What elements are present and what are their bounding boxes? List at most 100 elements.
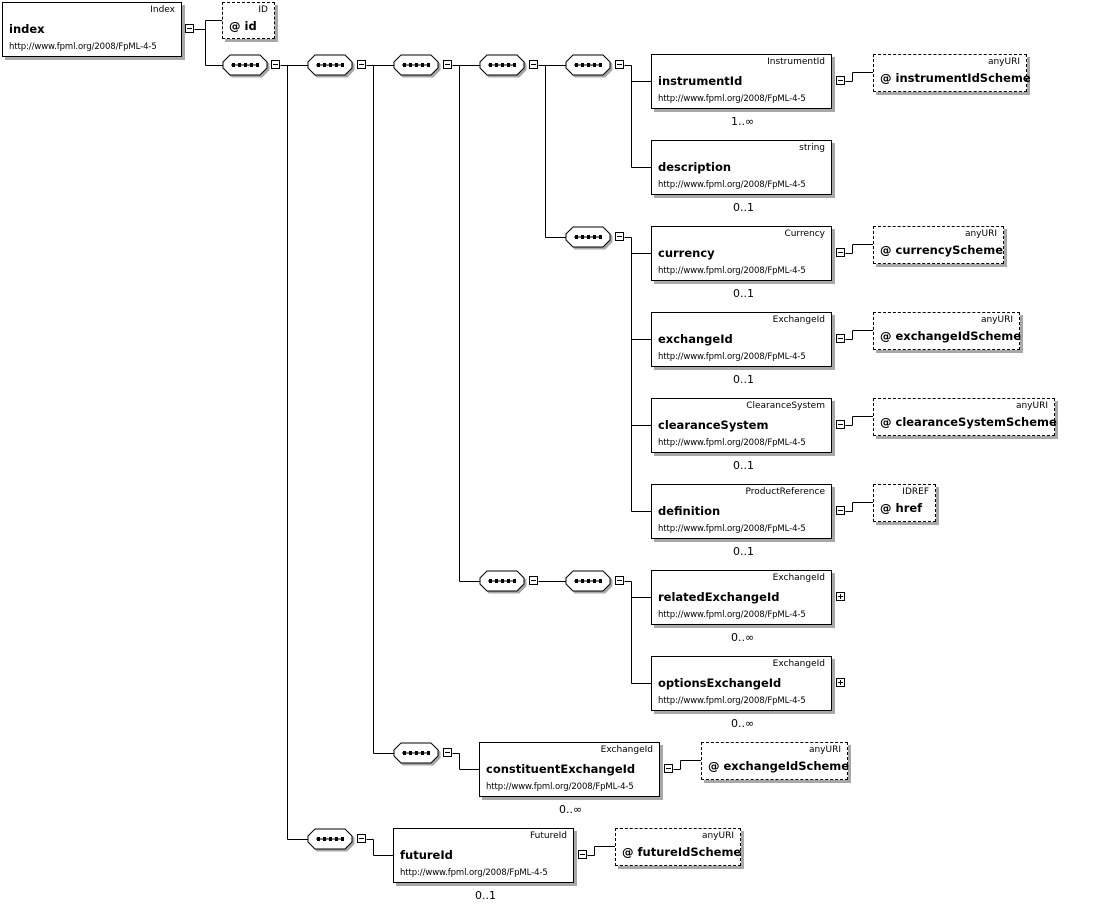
element-type: ExchangeId (772, 573, 825, 583)
collapse-toggle[interactable] (836, 76, 845, 85)
collapse-toggle[interactable] (443, 60, 452, 69)
element-namespace: http://www.fpml.org/2008/FpML-4-5 (9, 42, 157, 52)
element-name: constituentExchangeId (486, 762, 636, 776)
element-name: index (9, 22, 45, 36)
attribute-exchangeIdScheme: anyURI @ exchangeIdScheme (701, 742, 850, 780)
element-clearanceSystem[interactable]: ClearanceSystem clearanceSystem http://w… (651, 398, 832, 453)
collapse-toggle[interactable] (836, 334, 845, 343)
element-namespace: http://www.fpml.org/2008/FpML-4-5 (658, 266, 806, 276)
sequence-compositor (565, 226, 611, 248)
element-name: clearanceSystem (658, 418, 769, 432)
attribute-type: anyURI (808, 745, 841, 755)
collapse-toggle[interactable] (529, 576, 538, 585)
element-name: futureId (400, 848, 453, 862)
element-name: description (658, 160, 732, 174)
element-name: exchangeId (658, 332, 733, 346)
element-type: ExchangeId (772, 315, 825, 325)
element-type: string (799, 143, 825, 153)
element-namespace: http://www.fpml.org/2008/FpML-4-5 (658, 94, 806, 104)
cardinality: 0..∞ (731, 717, 755, 730)
element-namespace: http://www.fpml.org/2008/FpML-4-5 (486, 782, 634, 792)
element-name: instrumentId (658, 74, 743, 88)
cardinality: 0..1 (733, 545, 754, 558)
collapse-toggle[interactable] (357, 834, 366, 843)
attribute-futureIdScheme: anyURI @ futureIdScheme (615, 828, 741, 866)
attribute-id: ID @ id (222, 2, 275, 39)
element-optionsExchangeId[interactable]: ExchangeId optionsExchangeId http://www.… (651, 656, 832, 711)
element-namespace: http://www.fpml.org/2008/FpML-4-5 (658, 180, 806, 190)
element-name: definition (658, 504, 721, 518)
element-description[interactable]: string description http://www.fpml.org/2… (651, 140, 832, 195)
element-relatedExchangeId[interactable]: ExchangeId relatedExchangeId http://www.… (651, 570, 832, 625)
element-namespace: http://www.fpml.org/2008/FpML-4-5 (400, 868, 548, 878)
element-type: ProductReference (745, 487, 826, 497)
attribute-type: anyURI (987, 57, 1020, 67)
element-type: Index (150, 5, 175, 15)
collapse-toggle[interactable] (836, 506, 845, 515)
collapse-toggle[interactable] (836, 248, 845, 257)
attribute-type: ID (258, 5, 268, 15)
element-type: InstrumentId (767, 57, 825, 67)
collapse-toggle[interactable] (615, 232, 624, 241)
collapse-toggle[interactable] (443, 748, 452, 757)
collapse-toggle[interactable] (357, 60, 366, 69)
attribute-clearanceSystemScheme: anyURI @ clearanceSystemScheme (873, 398, 1057, 436)
element-type: ExchangeId (772, 659, 825, 669)
sequence-compositor (307, 54, 353, 76)
collapse-toggle[interactable] (836, 420, 845, 429)
element-name: currency (658, 246, 715, 260)
cardinality: 0..1 (475, 889, 496, 902)
attribute-name: @ exchangeIdScheme (880, 329, 1022, 343)
cardinality: 0..1 (733, 287, 754, 300)
attribute-instrumentIdScheme: anyURI @ instrumentIdScheme (873, 54, 1031, 92)
sequence-compositor (479, 54, 525, 76)
attribute-type: anyURI (964, 229, 997, 239)
cardinality: 0..1 (733, 459, 754, 472)
attribute-name: @ clearanceSystemScheme (880, 415, 1057, 429)
cardinality: 0..∞ (731, 631, 755, 644)
attribute-type: anyURI (980, 315, 1013, 325)
element-currency[interactable]: Currency currency http://www.fpml.org/20… (651, 226, 832, 281)
element-constituentExchangeId[interactable]: ExchangeId constituentExchangeId http://… (479, 742, 660, 797)
element-namespace: http://www.fpml.org/2008/FpML-4-5 (658, 696, 806, 706)
element-definition[interactable]: ProductReference definition http://www.f… (651, 484, 832, 539)
element-index[interactable]: Index index http://www.fpml.org/2008/FpM… (2, 2, 182, 57)
expand-toggle[interactable] (836, 592, 845, 601)
expand-toggle[interactable] (836, 678, 845, 687)
collapse-toggle[interactable] (578, 850, 587, 859)
element-futureId[interactable]: FutureId futureId http://www.fpml.org/20… (393, 828, 574, 883)
element-type: Currency (784, 229, 825, 239)
element-namespace: http://www.fpml.org/2008/FpML-4-5 (658, 352, 806, 362)
collapse-toggle[interactable] (529, 60, 538, 69)
attribute-name: @ currencyScheme (880, 243, 1004, 257)
collapse-toggle[interactable] (664, 764, 673, 773)
collapse-toggle[interactable] (615, 60, 624, 69)
sequence-compositor (565, 54, 611, 76)
collapse-toggle[interactable] (185, 24, 194, 33)
element-name: relatedExchangeId (658, 590, 780, 604)
collapse-toggle[interactable] (615, 576, 624, 585)
element-type: FutureId (529, 831, 567, 841)
sequence-compositor (307, 828, 353, 850)
sequence-compositor (393, 742, 439, 764)
attribute-name: @ exchangeIdScheme (708, 759, 850, 773)
cardinality: 1..∞ (731, 115, 755, 128)
element-namespace: http://www.fpml.org/2008/FpML-4-5 (658, 610, 806, 620)
element-type: ExchangeId (600, 745, 653, 755)
element-type: ClearanceSystem (746, 401, 825, 411)
element-name: optionsExchangeId (658, 676, 782, 690)
attribute-name: @ href (880, 501, 923, 515)
element-instrumentId[interactable]: InstrumentId instrumentId http://www.fpm… (651, 54, 832, 109)
attribute-type: IDREF (902, 487, 929, 497)
attribute-currencyScheme: anyURI @ currencyScheme (873, 226, 1004, 264)
element-exchangeId[interactable]: ExchangeId exchangeId http://www.fpml.or… (651, 312, 832, 367)
attribute-name: @ futureIdScheme (622, 845, 742, 859)
sequence-compositor (565, 570, 611, 592)
collapse-toggle[interactable] (271, 60, 280, 69)
element-namespace: http://www.fpml.org/2008/FpML-4-5 (658, 524, 806, 534)
attribute-type: anyURI (701, 831, 734, 841)
attribute-href: IDREF @ href (873, 484, 936, 522)
attribute-name: @ id (229, 19, 257, 33)
